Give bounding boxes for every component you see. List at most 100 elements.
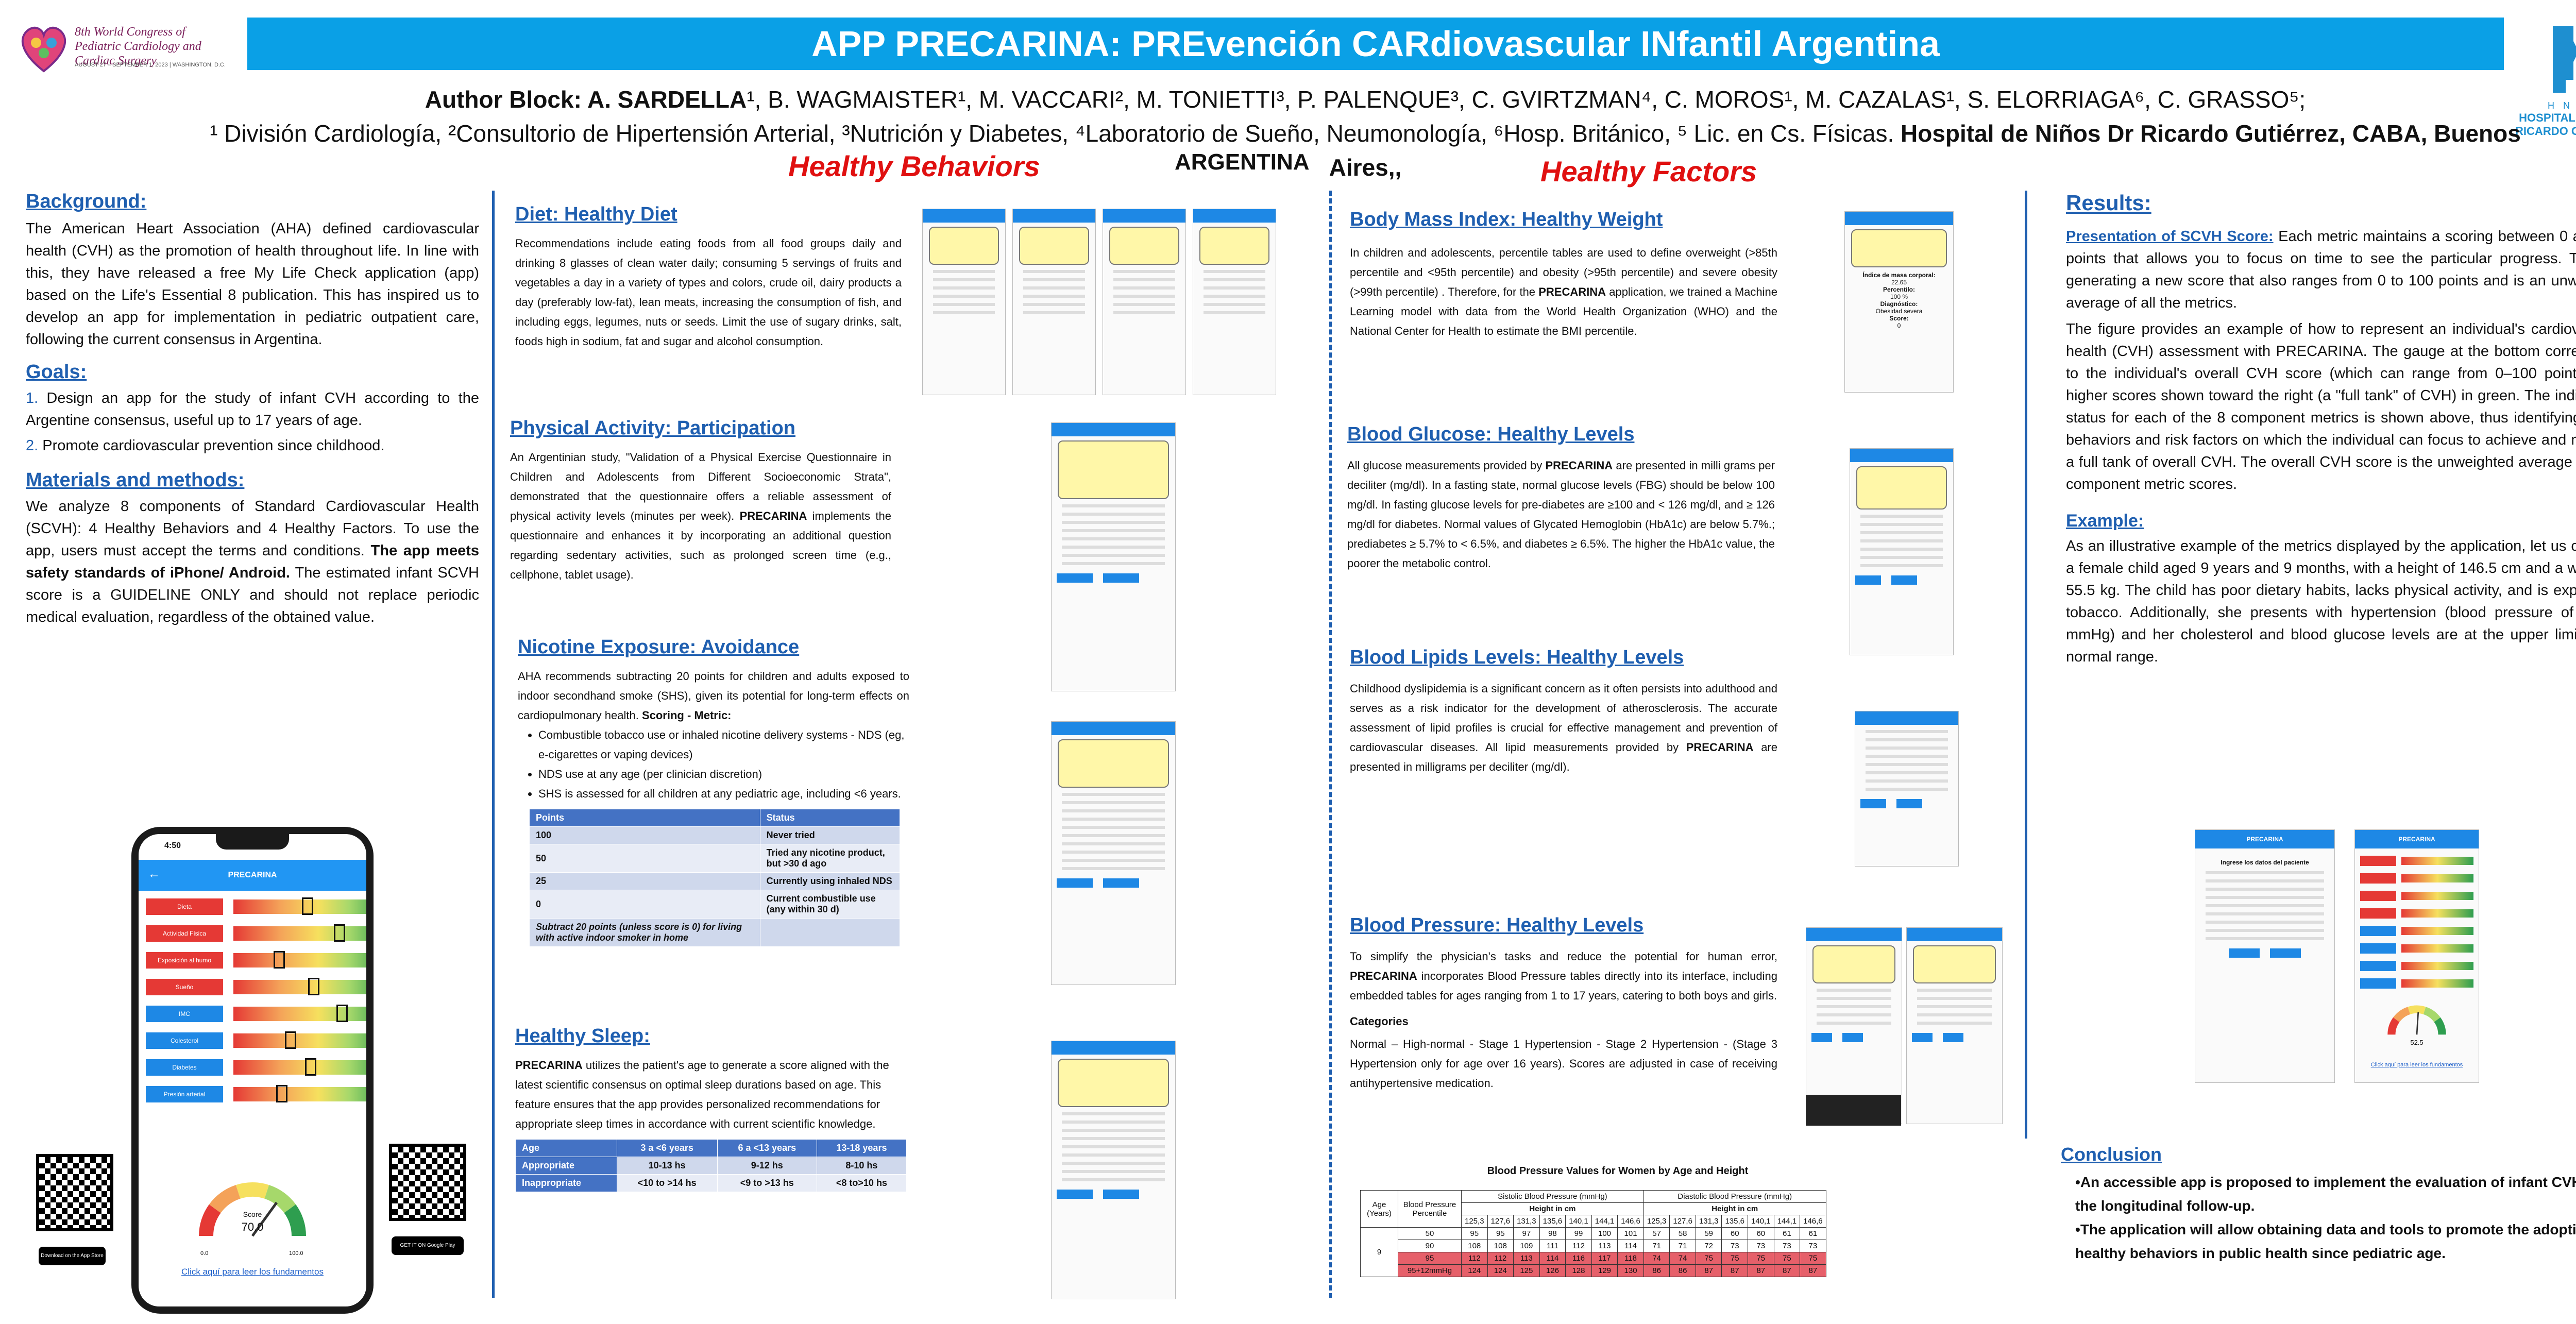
activity-section: Physical Activity: Participation An Arge… (510, 417, 891, 585)
app-store-badge[interactable]: Download on the App Store (39, 1247, 106, 1265)
metric-level-marker (273, 951, 285, 969)
metric-button[interactable]: Presión arterial (146, 1086, 223, 1102)
back-arrow-icon[interactable]: ← (148, 867, 160, 881)
sleep-col: 13-18 years (816, 1139, 907, 1157)
bp-value-cell: 73 (1721, 1240, 1749, 1252)
author-block: Author Block: A. SARDELLA¹, B. WAGMAISTE… (206, 82, 2524, 184)
bp-value-cell: 75 (1721, 1252, 1749, 1265)
glucose-screenshot (1850, 448, 1954, 655)
lipids-text: Childhood dyslipidemia is a significant … (1350, 679, 1777, 777)
bp-value-cell: 111 (1539, 1240, 1566, 1252)
qr-code-android[interactable] (389, 1144, 466, 1221)
bp-height-cell: 140,1 (1565, 1215, 1592, 1228)
phone-status-time: 4:50 (164, 841, 181, 850)
poster-title: APP PRECARINA: PREvención CARdiovascular… (247, 18, 2504, 70)
example-input-screenshot: PRECARINA Ingrese los datos del paciente (2195, 829, 2335, 1083)
bp-value-cell: 87 (1721, 1264, 1749, 1277)
metric-row[interactable]: Sueño (146, 978, 366, 995)
metric-button[interactable]: IMC (146, 1006, 223, 1022)
divider-3 (2025, 191, 2027, 1139)
bp-value-cell: 86 (1643, 1264, 1670, 1277)
bp-percentile-cell: 95+12mmHg (1398, 1264, 1462, 1277)
gauge-segment (2423, 1007, 2441, 1023)
bp-value-cell: 75 (1773, 1252, 1801, 1265)
diet-screen-4 (1193, 209, 1276, 395)
glucose-text-bold: PRECARINA (1545, 459, 1613, 472)
gauge-segment (2393, 1007, 2411, 1023)
gauge-segment (2387, 1017, 2400, 1035)
qr-code-ios[interactable] (36, 1154, 113, 1231)
metric-level-marker (305, 1058, 316, 1076)
example-title: Example: (2066, 511, 2144, 531)
metric-level-marker (308, 978, 319, 995)
results-section: Results: Presentation of SCVH Score: Eac… (2066, 191, 2576, 668)
bp-height-cell: 125,3 (1643, 1215, 1670, 1228)
example-metric-row (2360, 908, 2473, 919)
nicotine-bullets: Combustible tobacco use or inhaled nicot… (518, 725, 909, 804)
metric-row[interactable]: Colesterol (146, 1031, 366, 1049)
read-fundamentals-link[interactable]: Click aquí para leer los fundamentos (181, 1267, 324, 1277)
goal-1-number: 1. (26, 390, 39, 406)
bmi-title: Body Mass Index: Healthy Weight (1350, 209, 1663, 230)
pressure-title: Blood Pressure: Healthy Levels (1350, 914, 1644, 936)
pressure-screenshot-1 (1806, 927, 1902, 1124)
metric-button[interactable]: Colesterol (146, 1032, 223, 1049)
metric-button[interactable]: Dieta (146, 898, 223, 915)
goal-1: 1. Design an app for the study of infant… (26, 387, 479, 432)
example-metric-row (2360, 961, 2473, 971)
metric-row[interactable]: Diabetes (146, 1058, 366, 1076)
bp-value-cell: 114 (1617, 1240, 1644, 1252)
healthy-behaviors-title: Healthy Behaviors (788, 150, 1040, 182)
metric-button[interactable]: Sueño (146, 979, 223, 995)
table-cell: 8-10 hs (816, 1157, 907, 1175)
pressure-screenshot-2 (1906, 927, 2003, 1124)
score-gauge (199, 1182, 306, 1237)
metric-row[interactable]: Dieta (146, 897, 366, 915)
bp-value-cell: 124 (1487, 1264, 1514, 1277)
activity-screenshot (1051, 422, 1176, 691)
activity-text-bold: PRECARINA (739, 510, 807, 522)
gauge-segment (284, 1204, 306, 1236)
pressure-section: Blood Pressure: Healthy Levels To simpli… (1350, 914, 1777, 1093)
glucose-text: All glucose measurements provided by PRE… (1347, 456, 1775, 573)
activity-text-tail: implements the questionnaire and enhance… (510, 510, 891, 581)
example-metric-bar (2401, 909, 2473, 918)
lipids-screenshot (1855, 711, 1959, 867)
metric-row[interactable]: Presión arterial (146, 1085, 366, 1102)
nicotine-scoring-label: Scoring - Metric: (641, 709, 732, 722)
metric-level-bar (233, 924, 366, 942)
bp-table: Age (Years) Blood Pressure Percentile Si… (1360, 1190, 1826, 1277)
lipids-title: Blood Lipids Levels: Healthy Levels (1350, 647, 1684, 668)
lipids-text-tail: are presented in milligrams per decilite… (1350, 741, 1777, 773)
example-metric-bar (2401, 927, 2473, 935)
metric-button[interactable]: Actividad Física (146, 925, 223, 942)
results-text-1-body: Each metric maintains a scoring between … (2066, 228, 2576, 311)
hospital-emblem-icon (2553, 26, 2576, 93)
bp-value-cell: 86 (1669, 1264, 1696, 1277)
metric-row[interactable]: IMC (146, 1005, 366, 1022)
example-result-title: PRECARINA (2355, 830, 2479, 848)
example-metric-bar (2401, 979, 2473, 988)
table-cell: 10-13 hs (616, 1157, 718, 1175)
example-fundamentals-link[interactable]: Click aquí para leer los fundamentos (2370, 1062, 2463, 1068)
congress-logo: 8th World Congress of Pediatric Cardiolo… (15, 20, 232, 81)
diet-screen-3 (1103, 209, 1186, 395)
bp-systolic-head: Sistolic Blood Pressure (mmHg) (1461, 1190, 1644, 1203)
metric-button[interactable]: Exposición al humo (146, 952, 223, 969)
bmi-phone-label: Diagnóstico: (1880, 300, 1918, 308)
table-cell: Current combustible use (any within 30 d… (759, 890, 901, 919)
table-cell: 9-12 hs (717, 1157, 817, 1175)
goal-2: 2. Promote cardiovascular prevention sin… (26, 435, 479, 457)
bp-col-percentile: Blood Pressure Percentile (1398, 1190, 1462, 1228)
bp-value-cell: 99 (1565, 1227, 1592, 1240)
diet-screen-1 (922, 209, 1006, 395)
example-metric-row (2360, 978, 2473, 989)
google-play-badge[interactable]: GET IT ON Google Play (392, 1236, 464, 1255)
metric-button[interactable]: Diabetes (146, 1059, 223, 1076)
metric-row[interactable]: Actividad Física (146, 924, 366, 942)
metric-row[interactable]: Exposición al humo (146, 951, 366, 969)
